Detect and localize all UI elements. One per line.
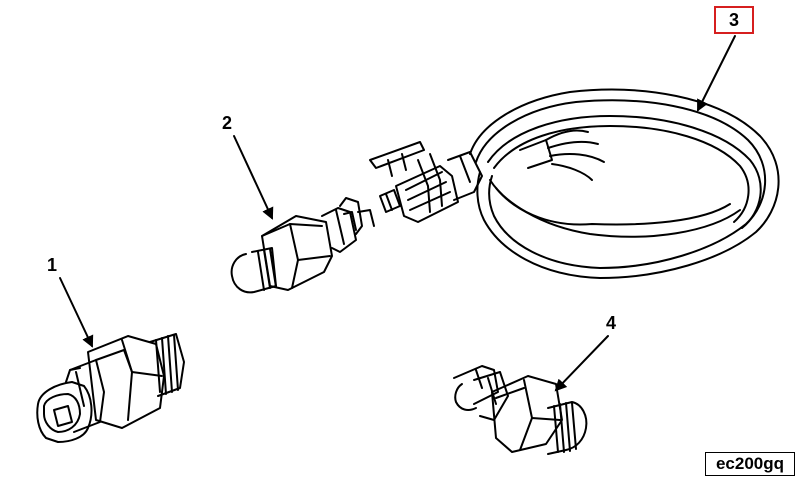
figure-id: ec200gq bbox=[705, 452, 795, 476]
leader-arrow-3 bbox=[697, 35, 736, 112]
leader-arrow-4 bbox=[554, 335, 609, 392]
harness-connector bbox=[369, 141, 483, 223]
callout-4: 4 bbox=[606, 313, 617, 333]
sensor-1 bbox=[36, 333, 185, 443]
callout-2: 2 bbox=[222, 113, 233, 133]
leader-arrow-2 bbox=[233, 135, 274, 220]
sensor-2 bbox=[230, 197, 375, 294]
leader-arrow-1 bbox=[59, 277, 94, 348]
cable-harness bbox=[469, 88, 780, 279]
callout-1: 1 bbox=[47, 255, 58, 275]
callout-3-highlighted: 3 bbox=[714, 6, 754, 34]
sensor-4 bbox=[453, 365, 588, 455]
